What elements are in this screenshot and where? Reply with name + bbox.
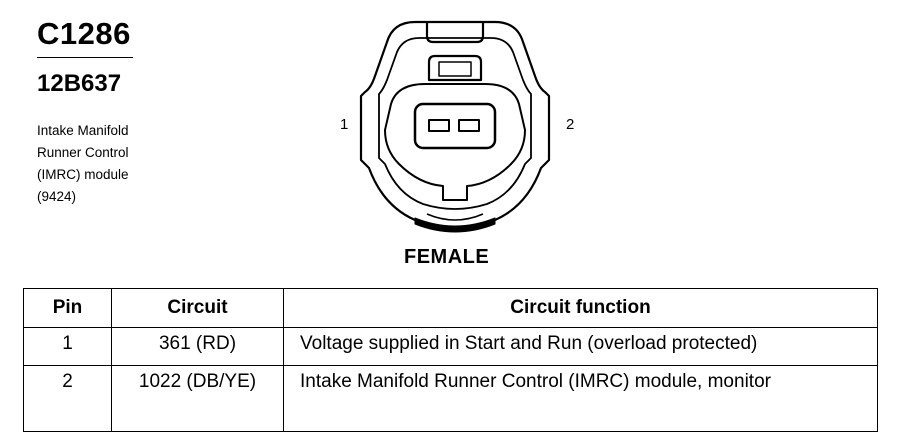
- description-line: (9424): [37, 189, 77, 204]
- header-circuit-function: Circuit function: [283, 288, 878, 328]
- pinout-table: Pin Circuit Circuit function 1 361 (RD) …: [23, 288, 878, 432]
- header-pin: Pin: [23, 288, 112, 328]
- connector-face-diagram: [359, 20, 551, 233]
- connector-lock-notch: [425, 22, 485, 44]
- connector-id: C1286: [37, 16, 131, 51]
- part-number: 12B637: [37, 70, 122, 97]
- pin-cell: 2: [23, 365, 112, 432]
- function-cell: Voltage supplied in Start and Run (overl…: [283, 327, 878, 366]
- connector-bottom-skirt: [426, 213, 484, 221]
- table-row: 2 1022 (DB/YE) Intake Manifold Runner Co…: [23, 365, 878, 432]
- connector-housing-outer: [359, 20, 551, 229]
- connector-id-underline: [37, 57, 133, 58]
- connector-lock-tab: [427, 54, 483, 82]
- pin-label-2: 2: [566, 116, 575, 133]
- description-line: Intake Manifold: [37, 123, 129, 138]
- description-line: (IMRC) module: [37, 167, 129, 182]
- connector-lock-tab-inner: [438, 61, 472, 77]
- connector-bottom-skirt-shade: [414, 217, 496, 233]
- connector-pin-window: [413, 102, 497, 150]
- connector-description: Intake Manifold Runner Control (IMRC) mo…: [37, 120, 129, 208]
- connector-housing-inner: [378, 37, 532, 210]
- circuit-cell: 361 (RD): [111, 327, 284, 366]
- pin-1-terminal: [428, 119, 450, 132]
- connector-cavity: [384, 83, 526, 201]
- connector-gender: FEMALE: [404, 246, 490, 268]
- table-row: 1 361 (RD) Voltage supplied in Start and…: [23, 327, 878, 366]
- pin-label-1: 1: [340, 116, 349, 133]
- function-cell: Intake Manifold Runner Control (IMRC) mo…: [283, 365, 878, 432]
- pin-cell: 1: [23, 327, 112, 366]
- table-header-row: Pin Circuit Circuit function: [23, 288, 878, 328]
- description-line: Runner Control: [37, 145, 129, 160]
- circuit-cell: 1022 (DB/YE): [111, 365, 284, 432]
- header-circuit: Circuit: [111, 288, 284, 328]
- pin-2-terminal: [458, 119, 480, 132]
